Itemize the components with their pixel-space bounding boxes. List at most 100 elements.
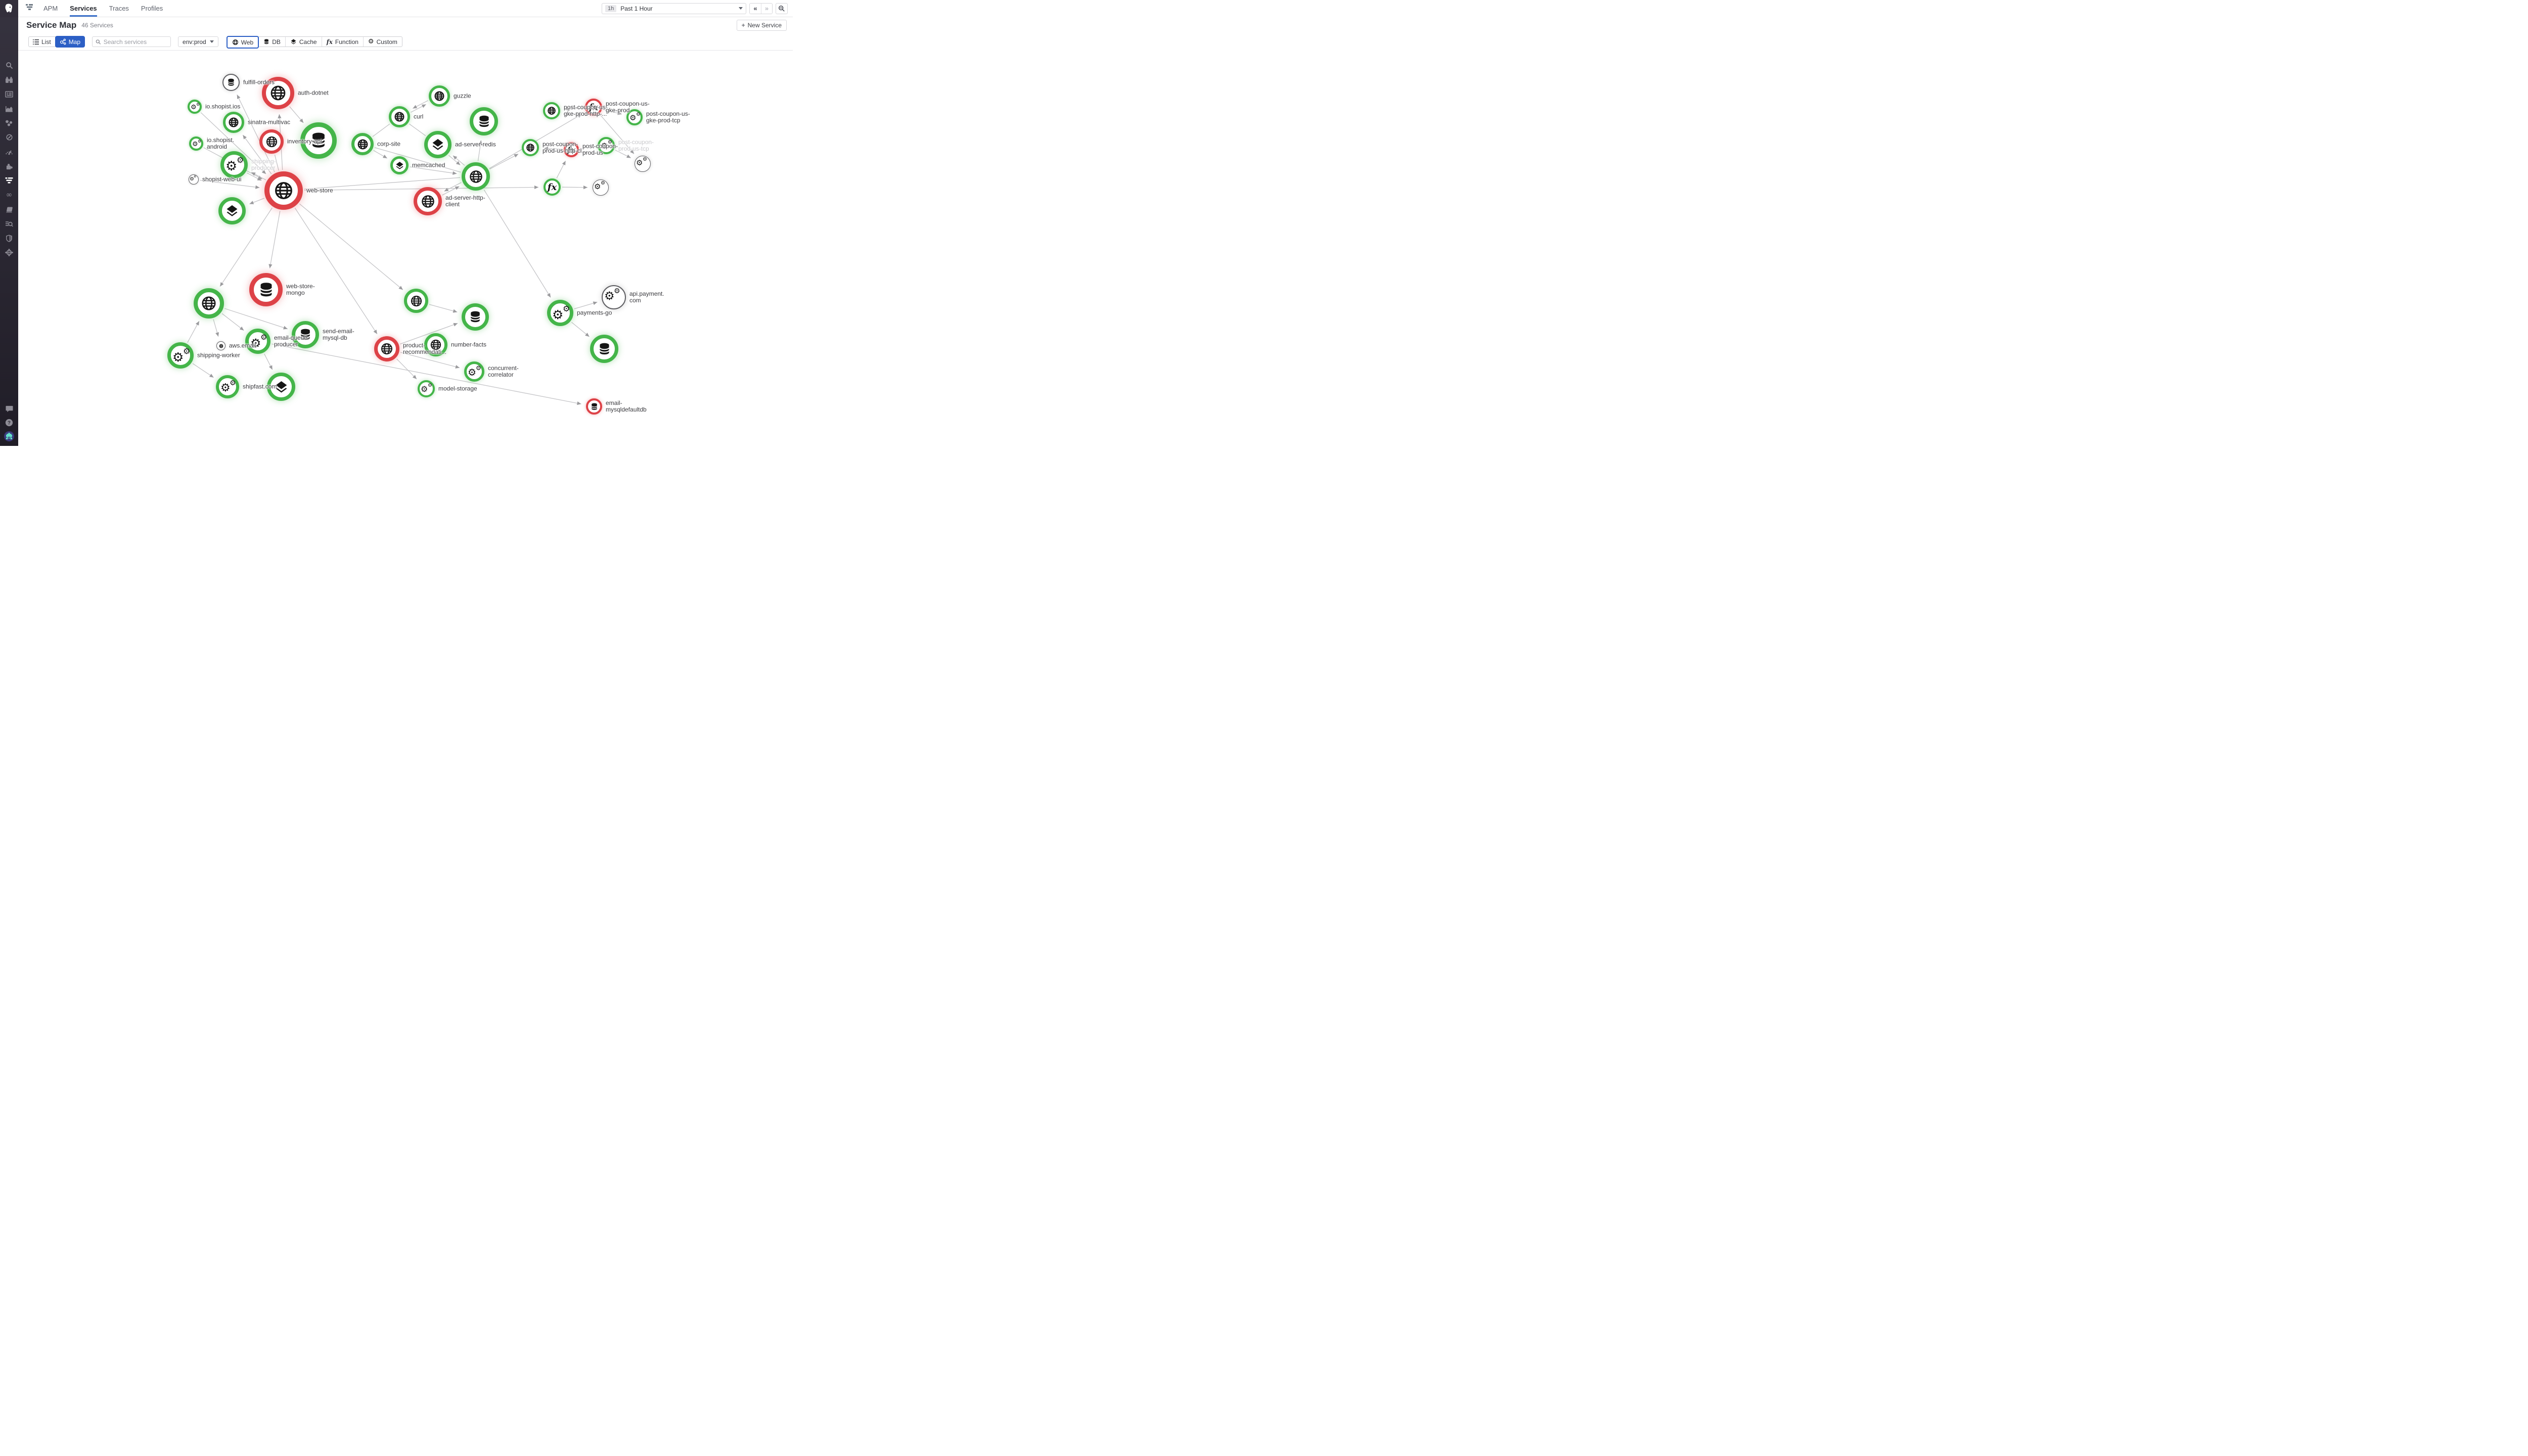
service-node-api.payment.com[interactable]: ⚙⚙ bbox=[602, 285, 626, 309]
filter-db-button[interactable]: DB bbox=[258, 37, 285, 47]
nav-item-apm[interactable]: APM bbox=[43, 5, 58, 12]
nav-item-profiles[interactable]: Profiles bbox=[141, 5, 163, 12]
service-node-ad-server-redis[interactable] bbox=[424, 131, 452, 158]
service-node-ad-server-http-client[interactable] bbox=[414, 187, 442, 215]
service-node-pc-prod-us-http[interactable] bbox=[522, 139, 539, 156]
service-label-auth-dotnet[interactable]: auth-dotnet bbox=[298, 89, 329, 97]
service-node-product-recommendation[interactable] bbox=[374, 336, 399, 361]
service-node-pc-us-gke-tcp[interactable]: ⚙⚙ bbox=[626, 109, 643, 125]
service-node-inventory-api[interactable] bbox=[259, 129, 284, 154]
service-label-shopist-web-ui[interactable]: shopist-web-ui bbox=[202, 175, 242, 183]
service-node-payments-db[interactable] bbox=[590, 335, 618, 363]
service-node-pc-us-gke-http[interactable] bbox=[543, 102, 560, 119]
service-label-shipfast.com[interactable]: shipfast.com bbox=[243, 383, 277, 390]
service-node-web-store-cache[interactable] bbox=[218, 197, 246, 224]
service-node-custom-gears-2[interactable]: ⚙⚙ bbox=[593, 179, 609, 196]
time-range-picker[interactable]: 1h Past 1 Hour bbox=[602, 3, 746, 14]
sidebar-help-icon[interactable]: ? bbox=[0, 416, 18, 429]
datadog-logo-icon[interactable] bbox=[0, 0, 18, 17]
sidebar-monitors-icon[interactable] bbox=[0, 145, 18, 158]
service-node-email-queue-producer[interactable]: ⚙⚙ bbox=[245, 329, 270, 354]
sidebar-plugins-icon[interactable] bbox=[0, 160, 18, 173]
sidebar-notebooks-icon[interactable] bbox=[0, 203, 18, 216]
service-label-pc-prod-us-http[interactable]: post-coupon-prod-us-http-cl... bbox=[543, 141, 587, 154]
service-node-aws.email[interactable] bbox=[216, 341, 225, 350]
map-view-button[interactable]: Map bbox=[55, 36, 85, 48]
service-node-lambda-fx[interactable]: fx bbox=[544, 178, 561, 196]
service-label-ad-server-redis[interactable]: ad-server-redis bbox=[455, 141, 496, 148]
service-node-inventory-db[interactable] bbox=[300, 122, 337, 159]
service-node-pc-prod-us-tcp[interactable]: ⚙⚙ bbox=[598, 137, 615, 154]
service-node-auth-dotnet[interactable] bbox=[262, 77, 294, 109]
service-node-products-db[interactable] bbox=[462, 303, 489, 331]
sidebar-log-explorer-icon[interactable] bbox=[0, 217, 18, 231]
service-node-model-storage[interactable]: ⚙⚙ bbox=[418, 380, 435, 397]
service-node-email-mysqldefaultdb[interactable] bbox=[586, 398, 602, 415]
sidebar-chat-icon[interactable] bbox=[0, 402, 18, 416]
sidebar-network-icon[interactable] bbox=[0, 246, 18, 259]
sidebar-apm-icon[interactable] bbox=[0, 174, 18, 187]
service-label-corp-site[interactable]: corp-site bbox=[377, 140, 401, 148]
service-label-shipping-worker[interactable]: shipping-worker bbox=[197, 351, 240, 359]
service-node-globe-products[interactable] bbox=[404, 289, 428, 313]
service-label-sinatra-multivac[interactable]: sinatra-multivac bbox=[248, 118, 291, 126]
time-back-button[interactable]: « bbox=[750, 3, 761, 14]
service-node-shipfast-cache[interactable] bbox=[267, 373, 295, 401]
sidebar-ci-icon[interactable]: ∞ bbox=[6, 190, 13, 199]
service-node-shopist-web-ui[interactable]: ⚙⚙ bbox=[189, 174, 199, 185]
service-label-product-recommendation[interactable]: product-recommendati... bbox=[403, 342, 447, 355]
service-node-sinatra-multivac[interactable] bbox=[223, 112, 244, 133]
service-node-payments-go[interactable]: ⚙⚙ bbox=[547, 300, 573, 326]
sidebar-binoculars-icon[interactable] bbox=[0, 73, 18, 86]
service-node-guzzle[interactable] bbox=[429, 85, 450, 107]
service-label-pc-prod-us[interactable]: post-coupon-prod-us bbox=[582, 143, 618, 156]
service-node-io.shopist.android[interactable]: ⚙⚙ bbox=[189, 136, 203, 151]
service-node-corp-site[interactable] bbox=[351, 133, 374, 155]
service-label-inventory-api[interactable]: inventory-api bbox=[287, 138, 322, 145]
service-node-web-store[interactable] bbox=[264, 171, 303, 210]
search-services-input[interactable] bbox=[103, 38, 168, 46]
env-filter-dropdown[interactable]: env:prod bbox=[178, 36, 218, 47]
service-label-concurrent-correlator[interactable]: concurrent-correlator bbox=[488, 365, 519, 378]
service-node-pc-us-gke-prod[interactable]: fx bbox=[585, 99, 602, 116]
list-view-button[interactable]: List bbox=[28, 36, 56, 47]
service-node-shipfast.com[interactable]: ⚙⚙ bbox=[216, 375, 239, 398]
sidebar-dashboards-icon[interactable] bbox=[0, 87, 18, 101]
filter-function-button[interactable]: fx Function bbox=[321, 37, 363, 47]
service-node-custom-gears-1[interactable]: ⚙⚙ bbox=[635, 156, 651, 172]
search-services-box[interactable] bbox=[92, 36, 171, 47]
filter-custom-button[interactable]: ⚙ Custom bbox=[363, 37, 402, 47]
service-node-send-email-mysql-db[interactable] bbox=[292, 321, 319, 348]
service-node-shipping-producer[interactable]: ⚙⚙ bbox=[220, 151, 248, 178]
service-label-web-store-mongo[interactable]: web-store-mongo bbox=[286, 283, 315, 296]
service-node-io.shopist.ios[interactable]: ⚙⚙ bbox=[188, 100, 202, 114]
service-label-guzzle[interactable]: guzzle bbox=[454, 92, 471, 100]
service-label-io.shopist.ios[interactable]: io.shopist.ios bbox=[205, 103, 241, 110]
service-label-payments-go[interactable]: payments-go bbox=[577, 309, 612, 316]
service-label-aws.email[interactable]: aws.email bbox=[229, 342, 256, 349]
service-node-fulfill-orders[interactable] bbox=[222, 74, 240, 91]
service-node-concurrent-correlator[interactable]: ⚙⚙ bbox=[464, 361, 484, 382]
service-label-memcached[interactable]: memcached bbox=[412, 161, 445, 169]
filter-web-button[interactable]: Web bbox=[226, 36, 259, 49]
service-label-pc-us-gke-prod[interactable]: post-coupon-us-gke-prod bbox=[606, 100, 650, 114]
service-node-curl[interactable] bbox=[389, 106, 410, 127]
service-label-pc-prod-us-tcp[interactable]: post-coupon-prod-us-tcp bbox=[618, 139, 654, 152]
service-label-send-email-mysql-db[interactable]: send-email-mysql-db bbox=[323, 328, 354, 341]
service-label-pc-us-gke-http[interactable]: post-coupon-us-gke-prod-http-... bbox=[564, 104, 608, 117]
service-label-ad-server-http-client[interactable]: ad-server-http-client bbox=[445, 194, 485, 208]
service-label-email-queue-producer[interactable]: email-queue-producer bbox=[274, 334, 310, 348]
service-label-web-store[interactable]: web-store bbox=[306, 187, 333, 194]
service-node-ad-server[interactable] bbox=[462, 162, 490, 191]
service-label-number-facts[interactable]: number-facts bbox=[451, 341, 487, 348]
service-label-fulfill-orders[interactable]: fulfill-orders bbox=[243, 78, 275, 86]
zoom-out-button[interactable] bbox=[776, 3, 788, 14]
service-label-curl[interactable]: curl bbox=[414, 113, 424, 120]
service-label-pc-us-gke-tcp[interactable]: post-coupon-us-gke-prod-tcp bbox=[646, 110, 690, 124]
service-label-email-mysqldefaultdb[interactable]: email-mysqldefaultdb bbox=[606, 399, 647, 413]
nav-item-services[interactable]: Services bbox=[64, 0, 103, 17]
service-label-model-storage[interactable]: model-storage bbox=[438, 385, 477, 392]
sidebar-search-icon[interactable] bbox=[0, 59, 18, 72]
sidebar-security-icon[interactable] bbox=[0, 232, 18, 245]
